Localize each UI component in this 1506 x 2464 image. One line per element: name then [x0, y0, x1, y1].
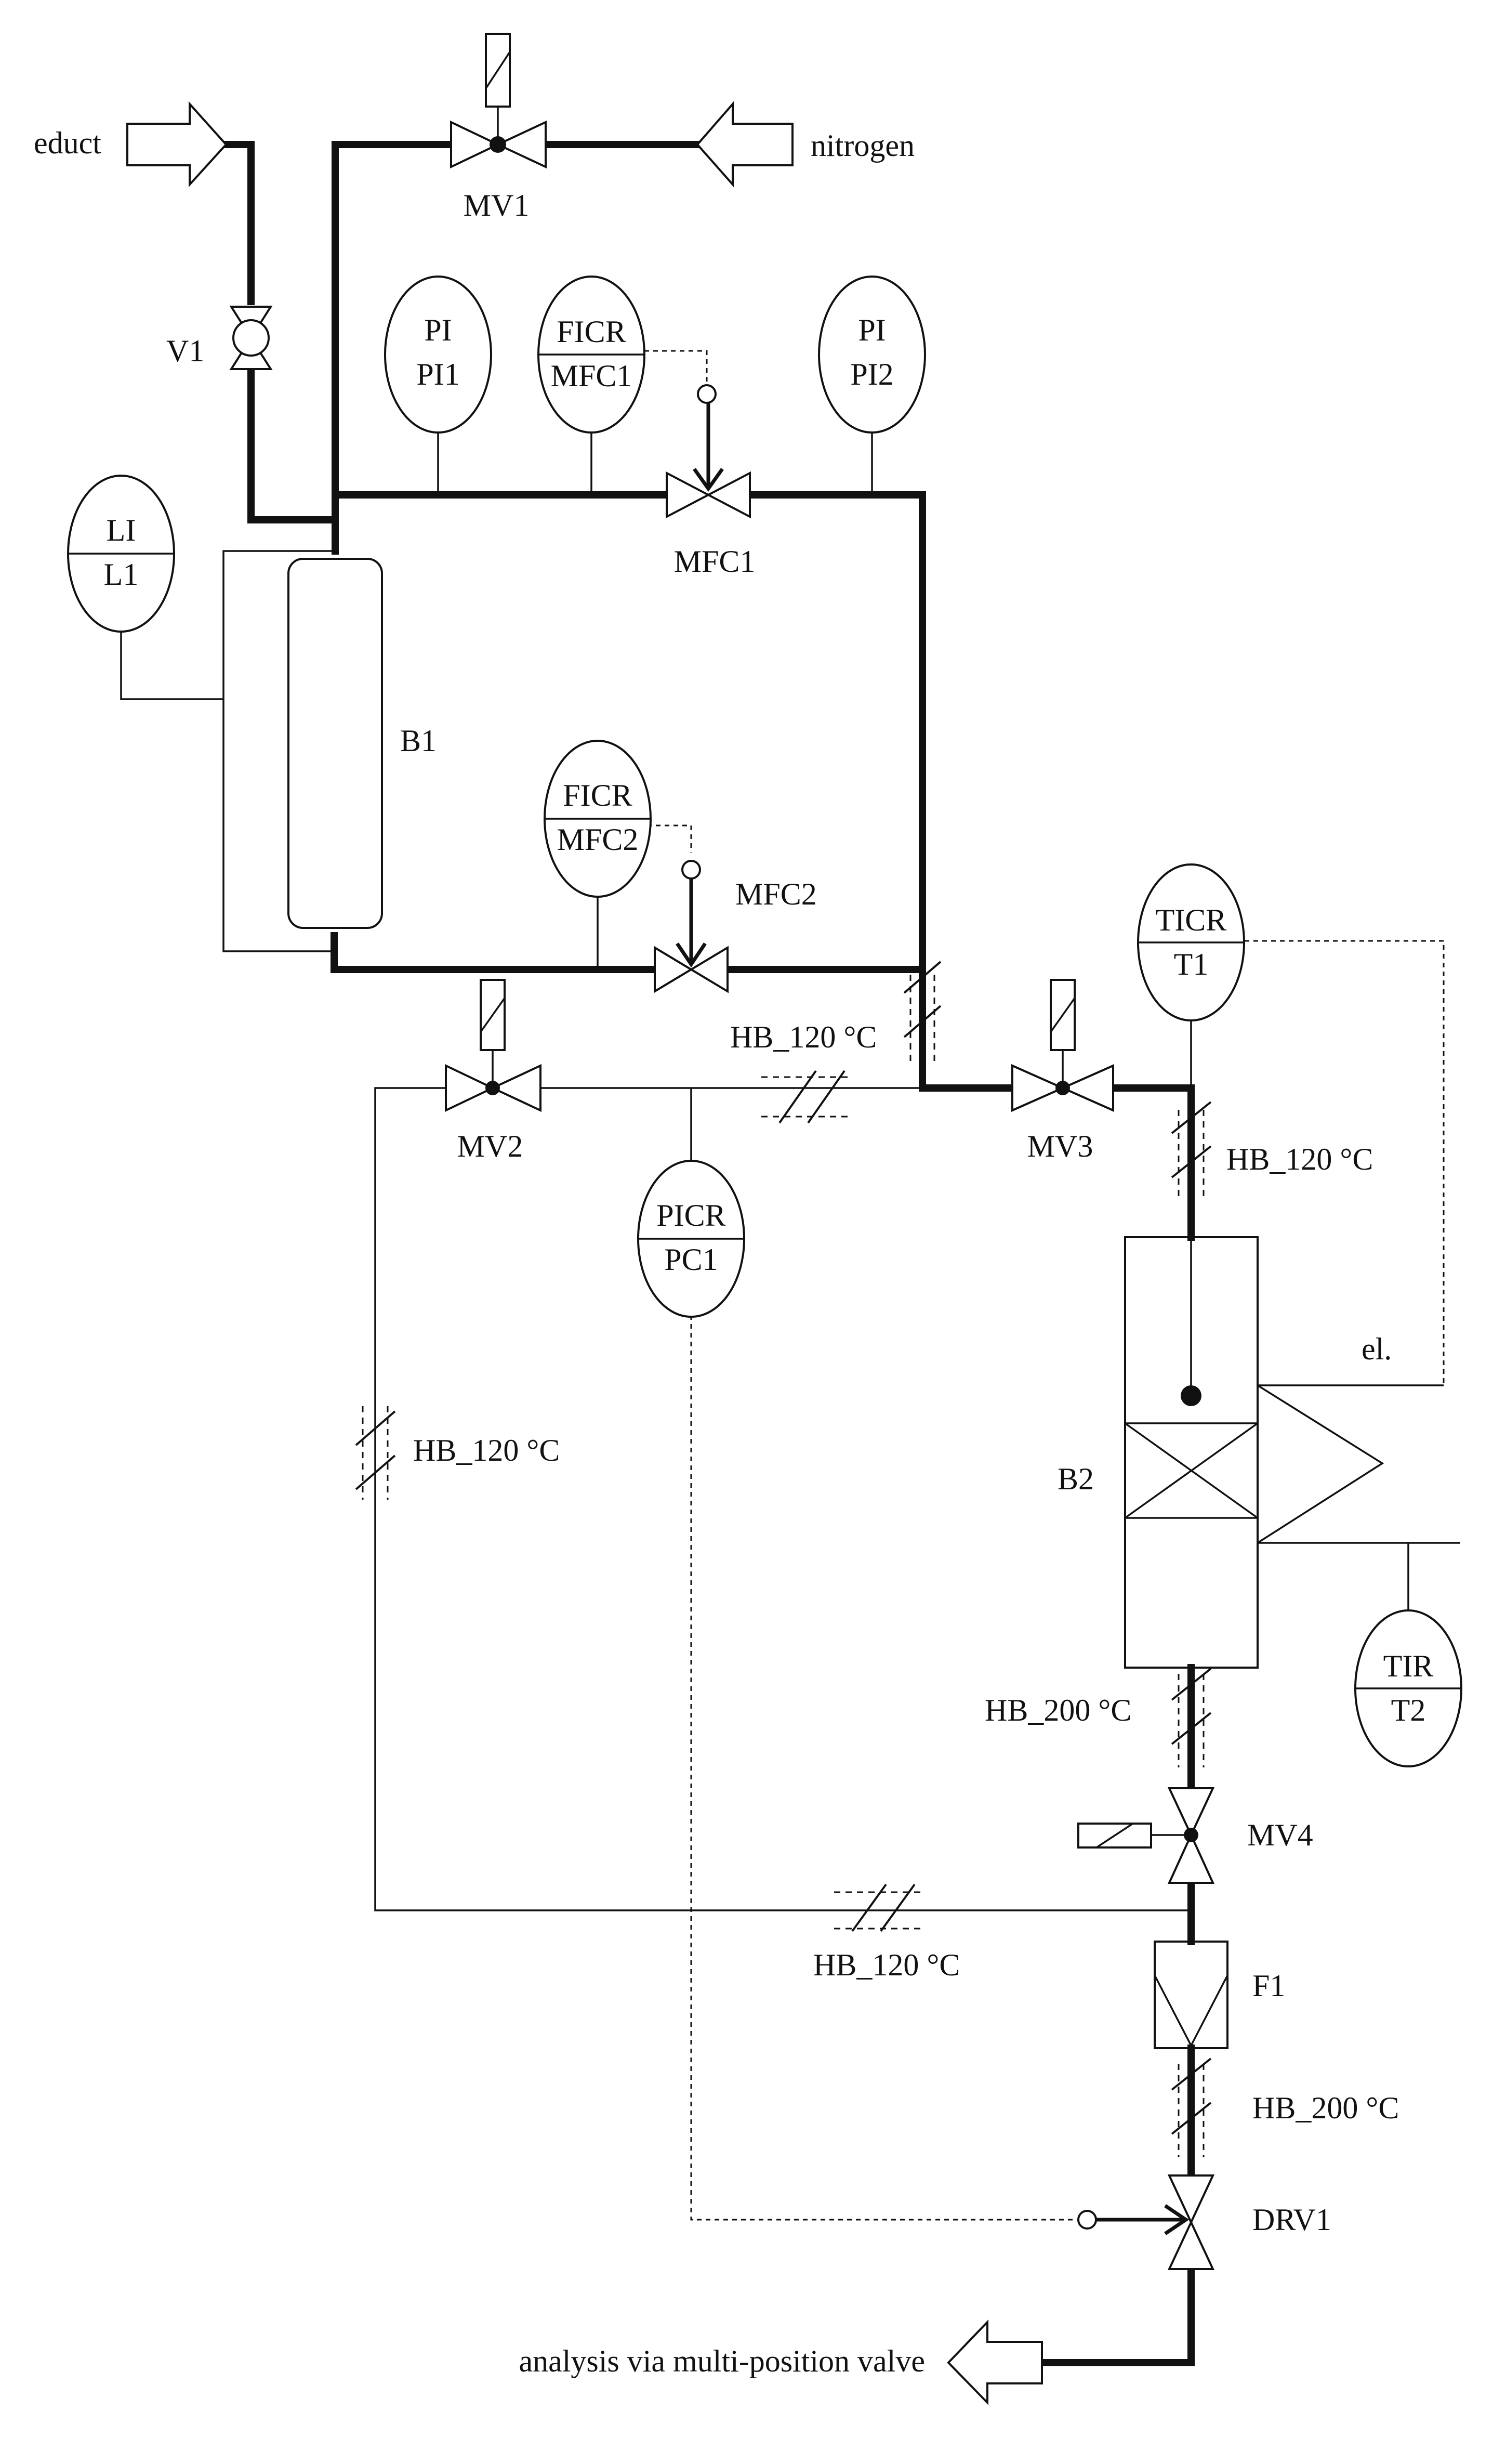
- instrument-ficr-mfc1: FICR MFC1: [537, 276, 645, 434]
- mv3-label: MV3: [1027, 1129, 1093, 1163]
- f1-filter: [1154, 1941, 1228, 2049]
- mfc1-label: MFC1: [674, 544, 756, 579]
- b2-reactor: [1124, 1236, 1259, 1669]
- v1-label: V1: [166, 334, 204, 368]
- ticr-t1-bottom: T1: [1174, 947, 1209, 981]
- tir-t2-top: TIR: [1383, 1649, 1434, 1683]
- hb-f1-out-label: HB_200 °C: [1252, 2091, 1399, 2125]
- hb-marker-bottom: [834, 1883, 925, 1932]
- v1-valve-icon: [229, 306, 273, 370]
- thin-process-lines: [120, 432, 1460, 1911]
- mv2-valve-icon: [445, 979, 541, 1112]
- mv1-valve-icon: [450, 33, 547, 169]
- drv1-valve-icon: [1077, 2174, 1215, 2270]
- mv1-label: MV1: [464, 188, 530, 222]
- analysis-label: analysis via multi-position valve: [519, 2344, 925, 2378]
- mv2-label: MV2: [457, 1129, 523, 1163]
- f1-label: F1: [1252, 1969, 1285, 2003]
- nitrogen-label: nitrogen: [811, 128, 915, 163]
- mfc2-label: MFC2: [735, 877, 817, 911]
- pi-pi1-bottom: PI1: [416, 357, 459, 391]
- instrument-ficr-mfc2: FICR MFC2: [544, 740, 652, 898]
- hb-marker-f1-out: [1171, 2057, 1212, 2157]
- nitrogen-arrow-icon: [696, 101, 794, 188]
- ticr-t1-top: TICR: [1156, 903, 1227, 937]
- t1-probe-tip: [1181, 1385, 1201, 1406]
- thick-process-lines: [222, 141, 1195, 2366]
- mv3-out-line: [1111, 1084, 1195, 1241]
- hb-marker-b2-out: [1171, 1668, 1212, 1767]
- picr-pc1-top: PICR: [656, 1198, 725, 1233]
- b2-label: B2: [1058, 1462, 1094, 1496]
- ficr-mfc2-bottom: MFC2: [557, 822, 639, 857]
- vessels: [287, 558, 1384, 2049]
- b2-bed-cross-b: [1124, 1422, 1259, 1519]
- pi-pi2-bottom: PI2: [850, 357, 893, 391]
- analysis-arrow-icon: [947, 2319, 1043, 2405]
- t1-signal: [1245, 940, 1445, 1385]
- bypass-left-line: [374, 1087, 1191, 1911]
- instrument-tir-t2: TIR T2: [1354, 1609, 1462, 1767]
- instrument-picr-pc1: PICR PC1: [637, 1160, 745, 1318]
- nitrogen-header: [332, 141, 455, 555]
- educt-line-lower: [247, 365, 339, 523]
- hb-left-label: HB_120 °C: [413, 1433, 560, 1467]
- stream-arrows: [126, 101, 1043, 2405]
- instrument-ticr-t1: TICR T1: [1137, 863, 1245, 1021]
- educt-arrow-icon: [126, 101, 228, 188]
- heating-bands: [355, 961, 1212, 2157]
- mfc1-valve-icon: [666, 384, 751, 519]
- tir-t2-bottom: T2: [1391, 1693, 1426, 1727]
- analysis-line: [1038, 2268, 1195, 2366]
- el-label: el.: [1362, 1332, 1392, 1366]
- ficr-mfc1-bottom: MFC1: [551, 359, 632, 393]
- mfc1-out-line: [747, 491, 1016, 1092]
- mfc2-valve-icon: [654, 860, 729, 993]
- mfc2-signal: [647, 824, 692, 853]
- hb-mv3-label: HB_120 °C: [1226, 1142, 1373, 1176]
- pc1-signal: [690, 1315, 1078, 2221]
- signal-lines: [644, 350, 1445, 2221]
- b1-vessel: [287, 558, 383, 929]
- hb-bottom-label: HB_120 °C: [813, 1948, 960, 1982]
- f1-filter-mark: [1154, 1975, 1228, 2048]
- heater-icon: [1257, 1384, 1384, 1544]
- educt-label: educt: [34, 126, 101, 160]
- instrument-li-l1: LI L1: [67, 475, 175, 633]
- hb-marker-left: [355, 1406, 396, 1500]
- educt-line: [222, 141, 255, 305]
- drv1-label: DRV1: [1252, 2203, 1331, 2237]
- b1-level-gauge: [222, 550, 335, 952]
- mfc2-in-line: [331, 932, 658, 973]
- mfc1-signal: [644, 350, 708, 385]
- labels: educt nitrogen MV1 V1 MFC1 B1 MFC2 HB_12…: [34, 126, 1399, 2378]
- instrument-pi-pi2: PI PI2: [818, 276, 926, 434]
- li-l1-top: LI: [107, 513, 136, 547]
- li-tap-line: [120, 632, 223, 700]
- hb-b2-out-label: HB_200 °C: [985, 1693, 1131, 1727]
- hb-marker-mv3: [1171, 1101, 1212, 1198]
- valves: [229, 33, 1215, 2270]
- pi-pi2-top: PI: [858, 313, 886, 347]
- mv3-valve-icon: [1011, 979, 1114, 1112]
- hb-marker-vertical-upper: [903, 961, 942, 1066]
- li-l1-bottom: L1: [104, 557, 139, 592]
- hb-marker-mid: [761, 1070, 852, 1124]
- hb-mid-label: HB_120 °C: [730, 1020, 877, 1054]
- ficr-mfc2-top: FICR: [563, 778, 632, 812]
- mv4-label: MV4: [1247, 1818, 1313, 1852]
- mv4-valve-icon: [1077, 1787, 1215, 1884]
- instrument-pi-pi1: PI PI1: [384, 276, 492, 434]
- pi-pi1-top: PI: [424, 313, 452, 347]
- b1-label: B1: [400, 724, 437, 758]
- ficr-mfc1-top: FICR: [557, 314, 626, 349]
- picr-pc1-bottom: PC1: [664, 1242, 718, 1277]
